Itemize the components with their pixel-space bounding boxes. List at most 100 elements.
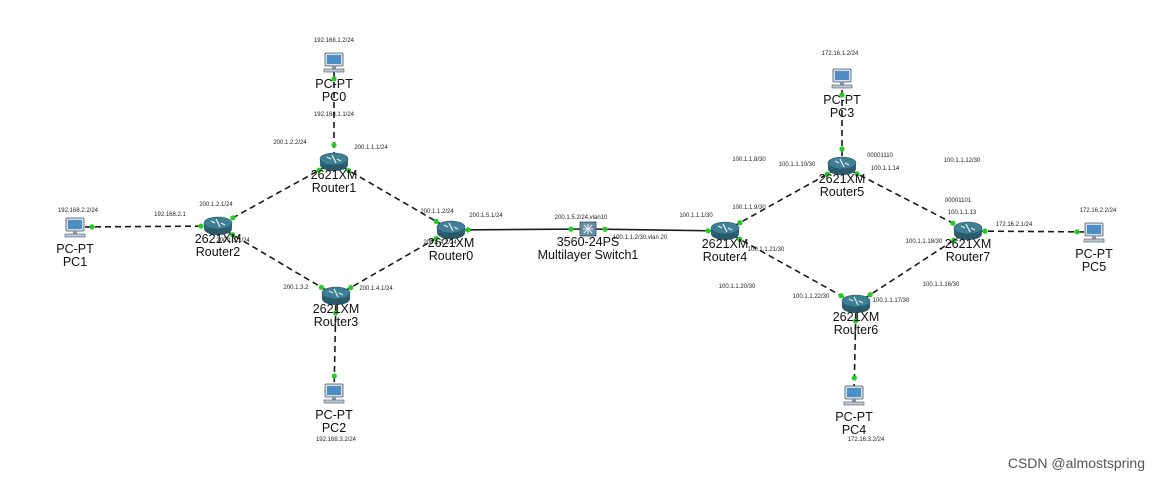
port-dot xyxy=(316,167,322,173)
router-icon xyxy=(436,220,466,239)
router-icon xyxy=(841,294,871,313)
ip-label: 200.1.4.1/24 xyxy=(359,286,393,292)
port-dot xyxy=(854,171,860,177)
port-dot xyxy=(433,218,439,225)
ip-label: 200.1.4.2/24 xyxy=(423,240,457,246)
port-dot xyxy=(346,167,352,174)
port-dot xyxy=(839,92,845,98)
link-pc1-router2 xyxy=(74,225,219,228)
node-name-label: PC4 xyxy=(842,423,866,437)
node-name-label: PC2 xyxy=(322,421,346,435)
port-dot xyxy=(331,373,337,379)
ip-label: 172.16.3.2/24 xyxy=(848,437,885,443)
node-name-label: Router7 xyxy=(946,250,991,264)
router-icon xyxy=(953,221,983,240)
link-router4-router6 xyxy=(724,230,857,305)
port-dot xyxy=(838,293,844,299)
pc-icon xyxy=(1083,222,1105,243)
link-router1-router0 xyxy=(333,161,452,231)
link-router7-pc5 xyxy=(967,230,1095,233)
ip-labels-layer: 192.168.1.2/24 192.168.1.1/24 200.1.2.2/24… xyxy=(58,38,1117,443)
ip-label: 100.1.1.14 xyxy=(871,166,900,172)
node-model-label: 2621XM xyxy=(195,232,242,246)
ip-label: 200.1.3.2 xyxy=(283,285,309,291)
port-dot xyxy=(839,146,845,152)
ip-label: 100.1.1.17/30 xyxy=(873,298,910,304)
ip-label: 00001101 xyxy=(945,198,972,204)
ip-label: 100.1.1.16/30 xyxy=(923,282,960,288)
ip-label: 100.1.1.10/30 xyxy=(779,162,816,168)
node-model-label: 3560-24PS xyxy=(557,235,620,249)
link-ms1-router4 xyxy=(587,228,726,232)
ip-label: 100.1.1.8/30 xyxy=(732,157,766,163)
ip-label: 100.1.1.18/30 xyxy=(906,239,943,245)
router-icon xyxy=(319,152,349,171)
router-icon xyxy=(321,286,351,305)
node-model-label: 2621XM xyxy=(819,172,866,186)
ports-layer xyxy=(89,76,1080,381)
link-router5-router7 xyxy=(841,165,969,232)
node-model-label: 2621XM xyxy=(428,236,475,250)
node-model-label: PC-PT xyxy=(315,77,353,91)
ip-label: 200.1.5.2/24,vlan10 xyxy=(555,215,608,221)
node-name-label: PC5 xyxy=(1082,260,1106,274)
port-dot xyxy=(824,171,830,177)
node-model-label: PC-PT xyxy=(56,242,94,256)
ip-label: 100.1.1.22/30 xyxy=(793,294,830,300)
port-dot xyxy=(89,224,95,230)
port-dot xyxy=(333,310,339,316)
port-dot xyxy=(982,228,988,234)
node-name-label: Router6 xyxy=(834,323,879,337)
node-model-label: 2621XM xyxy=(702,237,749,251)
ip-label: 200.1.2.2/24 xyxy=(273,140,307,146)
ip-label: 100.1.1.12/30 xyxy=(944,158,981,164)
ip-label: 100.1.1.13 xyxy=(948,210,977,216)
link-router3-router0 xyxy=(335,229,452,297)
port-dot xyxy=(737,220,743,226)
node-name-label: Router4 xyxy=(703,250,748,264)
port-dot xyxy=(602,226,608,232)
ip-label: 192.168.1.1/24 xyxy=(314,112,355,118)
port-dot xyxy=(230,215,236,221)
watermark: CSDN @almostspring xyxy=(1007,455,1145,471)
router-icon xyxy=(203,216,233,235)
port-dot xyxy=(1074,229,1080,235)
link-router1-router2 xyxy=(217,161,335,227)
ip-label: 192.168.1.2/24 xyxy=(314,38,355,44)
node-name-label: Router1 xyxy=(312,181,357,195)
link-router6-router7 xyxy=(855,230,969,305)
port-dot xyxy=(950,220,956,226)
ip-label: 192.168.2.2/24 xyxy=(58,208,99,214)
node-name-label: Router0 xyxy=(429,249,474,263)
ip-label: 200.1.5.1/24 xyxy=(469,213,503,219)
switch-icon xyxy=(579,221,597,237)
port-dot xyxy=(853,318,859,324)
node-model-label: PC-PT xyxy=(823,93,861,107)
ip-label: 172.16.2.2/24 xyxy=(1080,208,1117,214)
link-router0-ms1 xyxy=(450,228,589,231)
port-dot xyxy=(705,228,711,234)
node-model-label: PC-PT xyxy=(315,408,353,422)
node-name-label: PC1 xyxy=(63,255,87,269)
node-name-label: Router2 xyxy=(196,245,241,259)
ip-label: 172.16.1.2/24 xyxy=(822,51,859,57)
ip-label: 192.168.3.2/24 xyxy=(316,437,357,443)
ip-label: 100.1.1.2/30,vlan 20 xyxy=(613,235,668,241)
node-name-label: PC3 xyxy=(830,106,854,120)
pc-icon xyxy=(323,383,345,404)
